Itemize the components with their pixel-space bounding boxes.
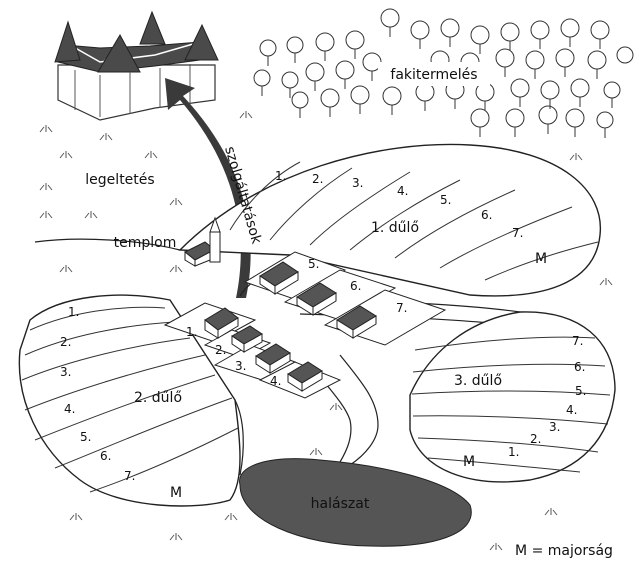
- forestry-label: fakitermelés: [390, 67, 477, 83]
- field-2: [18, 294, 241, 507]
- strip-number: 5.: [575, 384, 586, 398]
- strip-number: 7.: [512, 226, 523, 240]
- field-3-strip-numbers: 7. 6. 5. 4. 3. 2. 1.: [508, 334, 586, 459]
- plot-numbers: 1. 2. 3. 4. 5. 6. 7.: [186, 257, 407, 388]
- castle: [54, 10, 219, 121]
- plot-number: 6.: [350, 279, 361, 293]
- strip-number: 4.: [397, 184, 408, 198]
- field-3: [409, 311, 616, 483]
- houses: [204, 261, 377, 392]
- plot-number: 4.: [270, 374, 281, 388]
- strip-number: 5.: [440, 193, 451, 207]
- house: [255, 343, 291, 374]
- strip-number: 7.: [124, 469, 135, 483]
- field-2-strip-numbers: 1. 2. 3. 4. 5. 6. 7.: [60, 305, 135, 483]
- manor-mark-field-3: M: [463, 454, 475, 470]
- strip-number: 2.: [312, 172, 323, 186]
- house: [336, 305, 377, 339]
- services-arrow: [165, 78, 251, 298]
- strip-number: 7.: [572, 334, 583, 348]
- strip-number: 4.: [566, 403, 577, 417]
- strip-number: 1.: [508, 445, 519, 459]
- strip-number: 1.: [275, 169, 286, 183]
- house: [204, 307, 239, 339]
- manor-mark-field-1: M: [535, 251, 547, 267]
- plot-number: 3.: [235, 359, 246, 373]
- plot-number: 1.: [186, 325, 197, 339]
- strip-number: 6.: [481, 208, 492, 222]
- church-icon: [184, 216, 221, 267]
- house: [259, 261, 299, 295]
- house: [296, 282, 337, 316]
- field-1: [178, 143, 602, 297]
- house: [287, 361, 323, 392]
- fishing-label: halászat: [311, 496, 370, 512]
- pasture-label: legeltetés: [85, 172, 154, 188]
- forest-label-bg: [378, 62, 490, 86]
- lake: [239, 458, 472, 547]
- strip-number: 2.: [60, 335, 71, 349]
- house: [231, 325, 263, 353]
- strip-number: 1.: [68, 305, 79, 319]
- plot-number: 2.: [215, 343, 226, 357]
- grass-tufts: [39, 111, 613, 551]
- strip-number: 6.: [100, 449, 111, 463]
- field-1-label: 1. dűlő: [371, 220, 419, 236]
- strip-number: 3.: [549, 420, 560, 434]
- strip-number: 5.: [80, 430, 91, 444]
- church-label: templom: [114, 235, 177, 251]
- forest: [253, 8, 634, 138]
- field-2-label: 2. dűlő: [134, 390, 182, 406]
- strip-number: 6.: [574, 360, 585, 374]
- manor-mark-field-2: M: [170, 485, 182, 501]
- strip-number: 3.: [352, 176, 363, 190]
- legend-label: M = majorság: [515, 543, 613, 559]
- strip-number: 3.: [60, 365, 71, 379]
- field-3-label: 3. dűlő: [454, 373, 502, 389]
- plot-number: 5.: [308, 257, 319, 271]
- field-1-strip-numbers: 1. 2. 3. 4. 5. 6. 7.: [275, 169, 523, 240]
- strip-number: 4.: [64, 402, 75, 416]
- strip-number: 2.: [530, 432, 541, 446]
- plot-number: 7.: [396, 301, 407, 315]
